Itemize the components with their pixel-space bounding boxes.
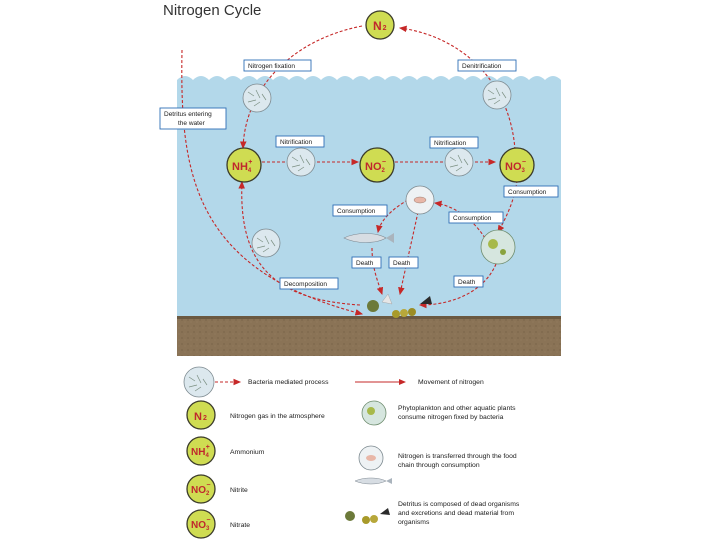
bacteria-icon	[242, 83, 272, 113]
node-nh4: NH4+	[226, 147, 262, 183]
bacteria-icon	[251, 228, 281, 258]
svg-text:Consumption: Consumption	[508, 189, 547, 196]
label-consumption-mid: Consumption	[448, 211, 504, 224]
label-death-1: Death	[351, 256, 382, 269]
process-labels: Nitrogen fixation Denitrification Detrit…	[159, 59, 559, 290]
sediment-layer	[177, 316, 561, 356]
svg-text:Nitrification: Nitrification	[434, 140, 467, 147]
legend-no2: Nitrite	[230, 487, 248, 494]
svg-text:Nitrification: Nitrification	[280, 139, 313, 146]
svg-text:the water: the water	[178, 120, 206, 127]
svg-text:Death: Death	[356, 260, 374, 267]
legend-food-line1: Nitrogen is transferred through the food	[398, 453, 517, 460]
fish-icon	[343, 233, 394, 243]
label-nitrification-1: Nitrification	[275, 135, 325, 148]
label-nitrogen-fixation: Nitrogen fixation	[243, 59, 312, 72]
diagram-title: Nitrogen Cycle	[163, 2, 261, 19]
label-detritus-entering: Detritus entering the water	[159, 107, 227, 130]
label-decomposition: Decomposition	[279, 277, 339, 290]
bacteria-icon	[444, 147, 474, 177]
bacteria-icon	[482, 80, 512, 110]
svg-text:NO3−: NO3−	[191, 517, 210, 532]
arrow-consumption-right	[497, 179, 518, 233]
svg-text:Consumption: Consumption	[453, 215, 492, 222]
svg-text:Decomposition: Decomposition	[284, 281, 327, 288]
label-death-2: Death	[388, 256, 419, 269]
arrow-death-1	[371, 247, 384, 296]
label-nitrification-2: Nitrification	[429, 136, 479, 149]
legend-movement: Movement of nitrogen	[418, 379, 484, 386]
svg-text:Nitrogen fixation: Nitrogen fixation	[248, 63, 295, 70]
node-no3: NO3−	[499, 147, 535, 183]
svg-text:Death: Death	[393, 260, 411, 267]
arrow-fixation	[239, 25, 363, 150]
phytoplankton-icon	[480, 229, 516, 265]
legend-nh4: Ammonium	[230, 449, 265, 456]
arrow-death-2	[398, 211, 419, 296]
legend-detritus-line3: organisms	[398, 519, 430, 526]
arrow-decomposition	[238, 180, 361, 306]
arrow-denitrification	[398, 25, 516, 151]
label-consumption-left: Consumption	[332, 204, 388, 217]
label-consumption-right: Consumption	[503, 185, 559, 198]
legend-detritus-line1: Detritus is composed of dead organisms	[398, 501, 520, 508]
legend-detritus-line2: and excretions and dead material from	[398, 510, 514, 517]
legend-n2: Nitrogen gas in the atmosphere	[230, 413, 325, 420]
node-n2: N2	[365, 10, 395, 40]
svg-text:N2: N2	[194, 411, 207, 423]
bacteria-icon	[286, 147, 316, 177]
svg-text:NH4+: NH4+	[232, 159, 252, 174]
legend-phyto-line2: consume nitrogen fixed by bacteria	[398, 414, 504, 421]
svg-text:Denitrification: Denitrification	[462, 63, 502, 70]
label-death-3: Death	[453, 275, 484, 288]
svg-text:Detritus entering: Detritus entering	[164, 111, 212, 118]
bacteria-icon	[183, 366, 215, 398]
label-denitrification: Denitrification	[457, 59, 517, 72]
legend-detritus-icon	[345, 508, 390, 524]
bacteria-icons	[183, 80, 512, 398]
svg-text:NO2−: NO2−	[365, 159, 386, 174]
svg-text:Consumption: Consumption	[337, 208, 376, 215]
svg-text:NO3−: NO3−	[505, 159, 526, 174]
legend: Bacteria mediated process Movement of ni…	[186, 378, 520, 539]
legend-phyto-line1: Phytoplankton and other aquatic plants	[398, 405, 516, 412]
legend-fish-icon	[354, 477, 392, 485]
svg-text:NO2−: NO2−	[191, 482, 210, 497]
arrow-detritus-entering	[181, 49, 364, 316]
legend-food-line2: chain through consumption	[398, 462, 480, 469]
node-no2: NO2−	[359, 147, 395, 183]
legend-no3: Nitrate	[230, 522, 250, 529]
svg-text:NH4+: NH4+	[191, 444, 210, 459]
svg-text:Death: Death	[458, 279, 476, 286]
water-body	[177, 76, 561, 318]
legend-bacteria: Bacteria mediated process	[248, 379, 329, 386]
svg-text:N2: N2	[373, 19, 387, 33]
arrow-death-3	[418, 263, 497, 309]
detritus-pile-icon	[367, 293, 432, 318]
